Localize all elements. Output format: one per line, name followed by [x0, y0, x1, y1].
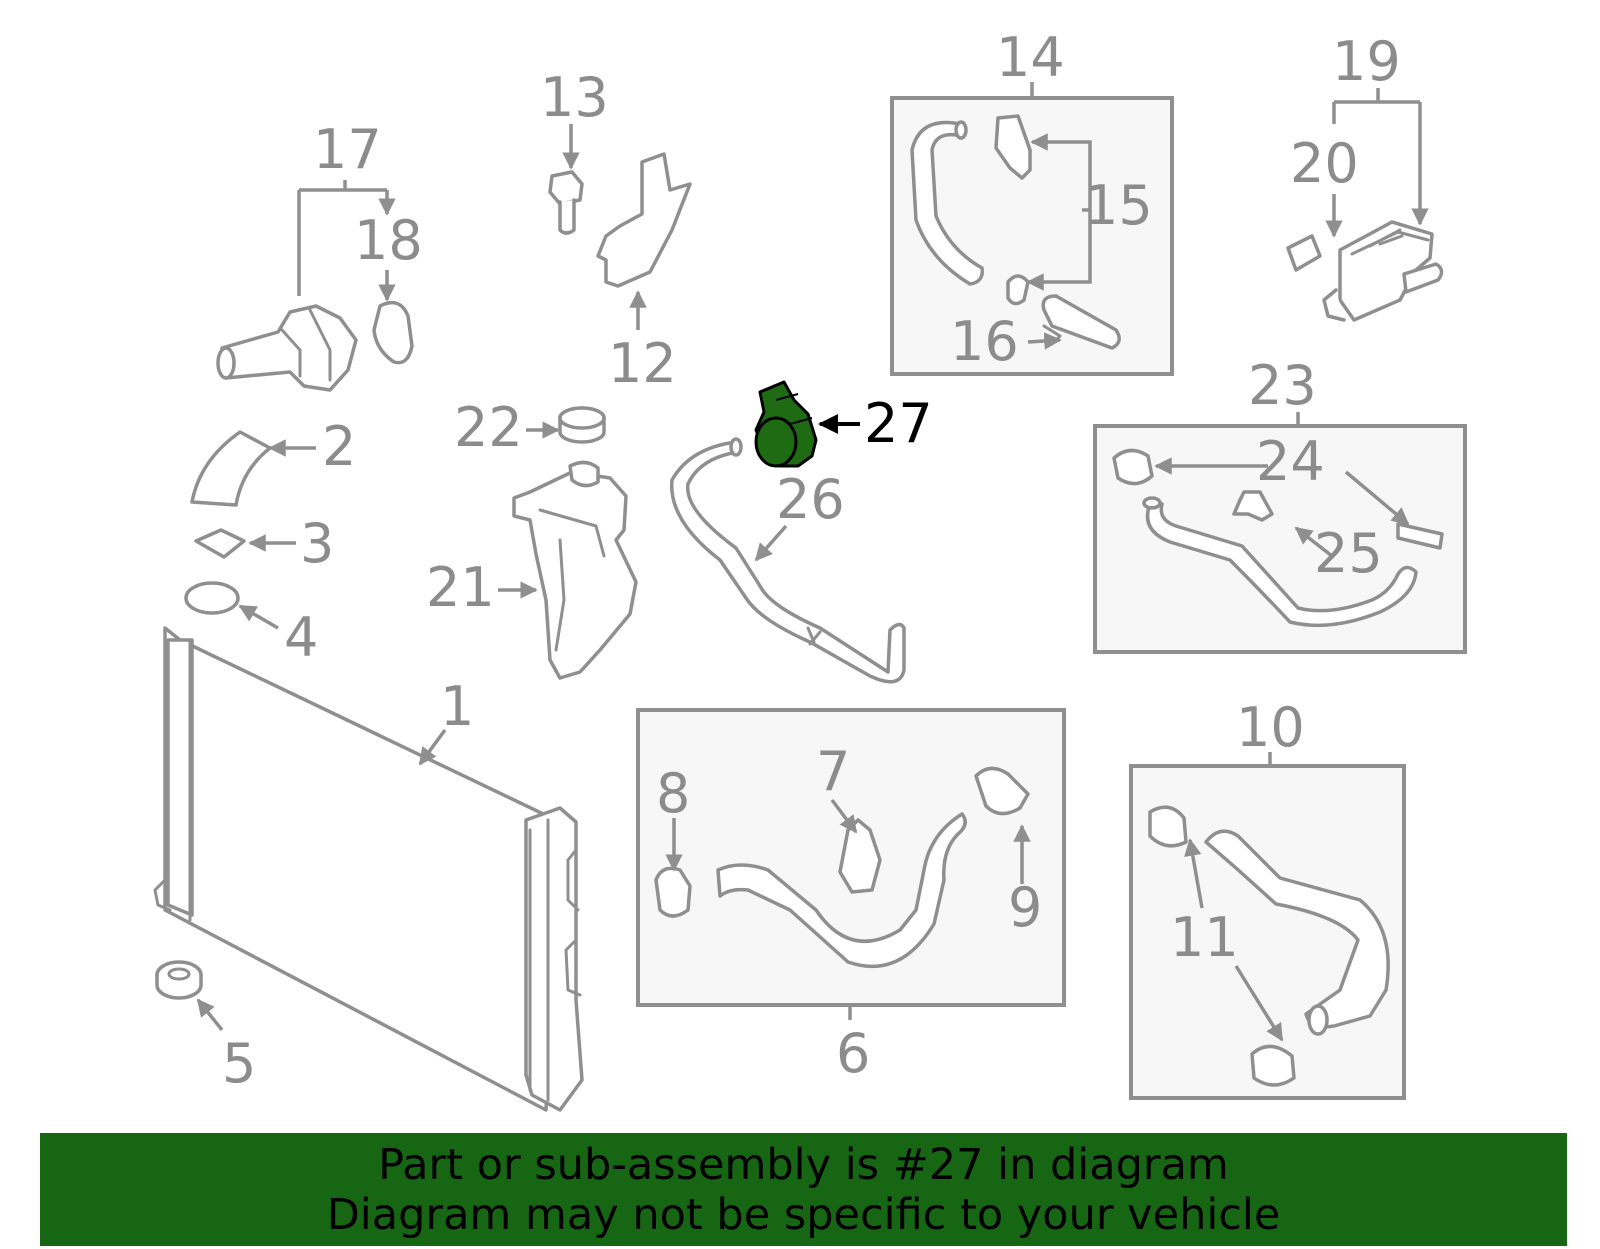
callout-8: 8	[656, 762, 690, 825]
banner-line-1: Part or sub-assembly is #27 in diagram	[378, 1139, 1229, 1190]
o-ring-part	[184, 581, 240, 615]
gasket-part	[194, 528, 246, 559]
heater-valve-part	[1322, 220, 1444, 322]
thermostat-gasket-part	[372, 300, 414, 365]
callout-7: 7	[816, 740, 850, 803]
callout-17: 17	[313, 118, 382, 181]
callout-24: 24	[1256, 430, 1325, 493]
info-banner: Part or sub-assembly is #27 in diagram D…	[40, 1133, 1567, 1246]
callout-23: 23	[1248, 354, 1317, 417]
callout-14: 14	[996, 26, 1065, 89]
bracket-part	[596, 152, 692, 288]
leader-lines	[196, 82, 1420, 1042]
callout-11: 11	[1170, 906, 1239, 969]
hose-10-part	[1148, 805, 1390, 1087]
thermostat-housing-part	[216, 304, 358, 392]
radiator-part	[153, 626, 584, 1112]
hose-6-part	[654, 766, 1030, 969]
callout-19: 19	[1332, 30, 1401, 93]
callout-21: 21	[426, 556, 495, 619]
hose-23-part	[1112, 448, 1444, 628]
drain-plug-part	[155, 960, 203, 1000]
callout-20: 20	[1290, 132, 1359, 195]
reservoir-cap-part	[558, 406, 606, 444]
callout-16: 16	[950, 310, 1019, 373]
callout-2: 2	[322, 415, 356, 478]
callout-labels: 1 2 3 4 5 6 7 8 9 10 11 12 13 14 15 16 1…	[222, 26, 1401, 1095]
callout-22: 22	[454, 396, 523, 459]
callout-4: 4	[284, 606, 318, 669]
gasket-20-part	[1286, 234, 1322, 272]
callout-9: 9	[1008, 876, 1042, 939]
callout-12: 12	[608, 332, 677, 395]
callout-27: 27	[864, 392, 933, 455]
hose-26-part	[669, 437, 906, 684]
callout-5: 5	[222, 1032, 256, 1095]
callout-3: 3	[300, 512, 334, 575]
callout-13: 13	[540, 66, 609, 129]
hose-14-part	[910, 114, 1121, 350]
callout-10: 10	[1236, 696, 1305, 759]
callout-18: 18	[354, 209, 423, 272]
bolt-part	[548, 170, 584, 235]
reservoir-tank-part	[512, 460, 638, 680]
callout-15: 15	[1084, 174, 1153, 237]
callout-25: 25	[1314, 522, 1383, 585]
hose-elbow-part	[190, 430, 272, 507]
callout-6: 6	[836, 1022, 870, 1085]
banner-line-2: Diagram may not be specific to your vehi…	[326, 1189, 1281, 1240]
callout-1: 1	[440, 675, 474, 738]
highlighted-clamp-27[interactable]	[754, 380, 818, 468]
callout-26: 26	[776, 468, 845, 531]
